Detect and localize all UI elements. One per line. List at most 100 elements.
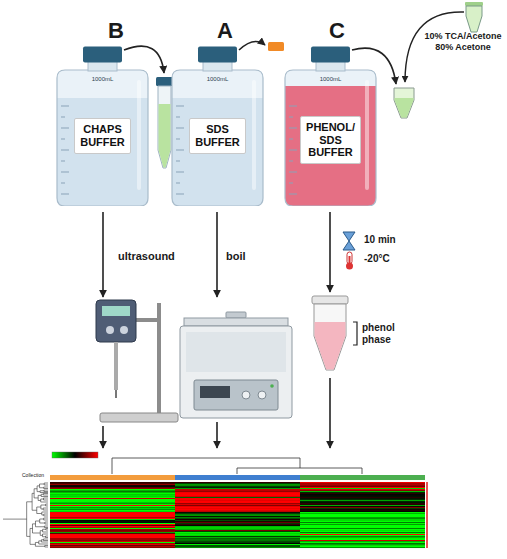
bath-led (270, 384, 274, 388)
dendrogram-branch (44, 518, 48, 519)
heatmap-cell (300, 545, 425, 546)
dendrogram-branch (43, 508, 48, 509)
tube-cap (156, 77, 173, 86)
heatmap-cell (50, 518, 175, 519)
graduation-mark (289, 139, 293, 140)
bath-knob (242, 391, 250, 399)
heatmap-cell (300, 506, 425, 507)
dendrogram-branch (39, 540, 42, 541)
heatmap-cell (50, 536, 175, 537)
heatmap-cell (175, 489, 300, 490)
dendrogram-branch (37, 485, 39, 486)
side-letter: A (217, 18, 233, 43)
heatmap-cell (50, 509, 175, 510)
heatmap-cell (175, 520, 300, 521)
heatmap-cell (300, 487, 425, 488)
phase-bracket (353, 322, 357, 345)
heatmap-cell (300, 539, 425, 540)
tube-liquid (159, 104, 171, 168)
heatmap-cell (50, 547, 175, 548)
bottle-outline (57, 70, 148, 206)
heatmap-cell (50, 524, 175, 525)
thermometer-icon (347, 252, 352, 264)
dendrogram-branch (40, 490, 44, 491)
heatmap-cell (50, 515, 175, 516)
heatmap-cell (50, 534, 175, 535)
dendrogram-branch (44, 526, 48, 527)
dendrogram-branch (41, 505, 46, 506)
dendrogram-branch (44, 487, 48, 488)
heatmap-cell (300, 527, 425, 528)
heatmap-cell (50, 486, 175, 487)
heatmap-cell (175, 495, 300, 496)
dendrogram-branch (43, 495, 48, 496)
heatmap-cell (300, 517, 425, 518)
heatmap-cell (50, 499, 175, 500)
dendrogram-branch (45, 547, 48, 548)
bath-display (200, 386, 230, 398)
graduation-mark (289, 183, 293, 184)
graduation-mark (176, 172, 184, 173)
dendrogram-branch (3, 519, 27, 520)
heatmap-cell (300, 529, 425, 530)
heatmap-cell (300, 523, 425, 524)
heatmap-cell (300, 534, 425, 535)
eppendorf-tube (394, 88, 414, 118)
heatmap-cell (300, 500, 425, 501)
dendrogram-branch (42, 512, 48, 513)
dendrogram-branch (43, 510, 48, 511)
dendrogram-branch (44, 490, 48, 491)
heatmap-cell (300, 503, 425, 504)
heatmap-cell (175, 485, 300, 486)
heatmap-cell (300, 485, 425, 486)
method-label: ultrasound (118, 250, 175, 263)
heatmap-cell (175, 482, 300, 483)
graduation-mark (289, 117, 293, 118)
dendrogram-branch (43, 529, 46, 530)
dendrogram-branch (37, 491, 40, 492)
heatmap-cell (175, 523, 300, 524)
sonicator-display (102, 306, 130, 316)
bottle-liquid (55, 98, 150, 206)
group-bar (175, 475, 300, 480)
heatmap-cell (50, 528, 175, 529)
heatmap-cell (50, 492, 175, 493)
annotation-label: Collection (22, 473, 44, 479)
heatmap-cell (50, 533, 175, 534)
heatmap-cell (300, 509, 425, 510)
stand-clamp (134, 318, 158, 322)
dendrogram-branch (32, 533, 40, 534)
graduation-mark (289, 161, 293, 162)
heatmap-cell (50, 546, 175, 547)
heatmap-cell (175, 505, 300, 506)
heatmap-cell (300, 488, 425, 489)
reagent-tube (466, 6, 482, 32)
dendrogram-branch (112, 458, 300, 474)
bottle-cap (311, 47, 350, 63)
dendrogram-branch (35, 542, 38, 543)
dendrogram-branch (44, 485, 48, 486)
phase-label: phenol phase (362, 322, 395, 345)
heatmap-cell (300, 494, 425, 495)
method-label: boil (226, 250, 246, 263)
bath-lid (184, 318, 288, 326)
heatmap-cell (300, 526, 425, 527)
heatmap-cell (175, 516, 300, 517)
group-bar (300, 475, 425, 480)
dendrogram-branch (44, 483, 48, 484)
glass-highlight (137, 80, 141, 190)
heatmap-cell (50, 512, 175, 513)
dendrogram-branch (43, 540, 48, 541)
heatmap-cell (175, 529, 300, 530)
heatmap-cell (50, 506, 175, 507)
graduation-mark (176, 117, 180, 118)
heatmap-cell (175, 483, 300, 484)
bottle-cap (83, 47, 122, 63)
heatmap-cell (50, 545, 175, 546)
dendrogram-branch (44, 488, 48, 489)
heatmap-cell (300, 531, 425, 532)
heatmap-cell (50, 501, 175, 502)
heatmap-cell (175, 536, 300, 537)
buffer-name: CHAPS BUFFER (80, 123, 125, 148)
dendrogram-branch (30, 528, 32, 529)
